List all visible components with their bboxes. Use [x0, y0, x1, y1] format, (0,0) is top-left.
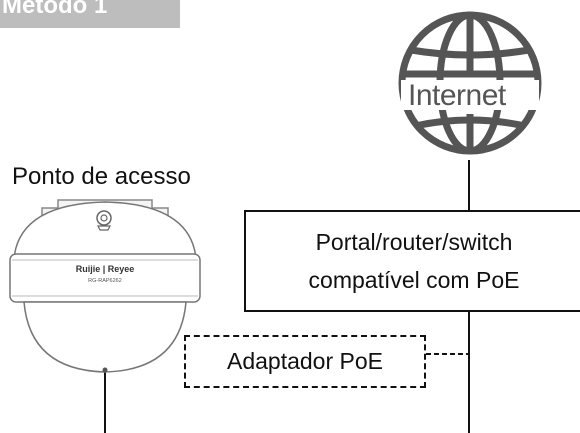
globe-icon [398, 11, 542, 155]
internet-label: Internet [408, 79, 506, 112]
device-model: RG-RAP6262 [88, 278, 122, 284]
method-badge: Método 1 [0, 0, 180, 28]
switch-label-line2: compatível com PoE [308, 267, 520, 293]
device-brand: Ruijie | Reyee [76, 264, 135, 274]
poe-switch-box: Portal/router/switch compatível com PoE [244, 210, 580, 312]
poe-adapter-box: Adaptador PoE [184, 335, 426, 388]
access-point-device: Ruijie | Reyee RG-RAP6262 [9, 199, 201, 373]
method-label: Método 1 [2, 0, 108, 19]
poe-adapter-label: Adaptador PoE [226, 348, 383, 374]
switch-label-line1: Portal/router/switch [315, 229, 513, 255]
access-point-label: Ponto de acesso [12, 163, 191, 190]
